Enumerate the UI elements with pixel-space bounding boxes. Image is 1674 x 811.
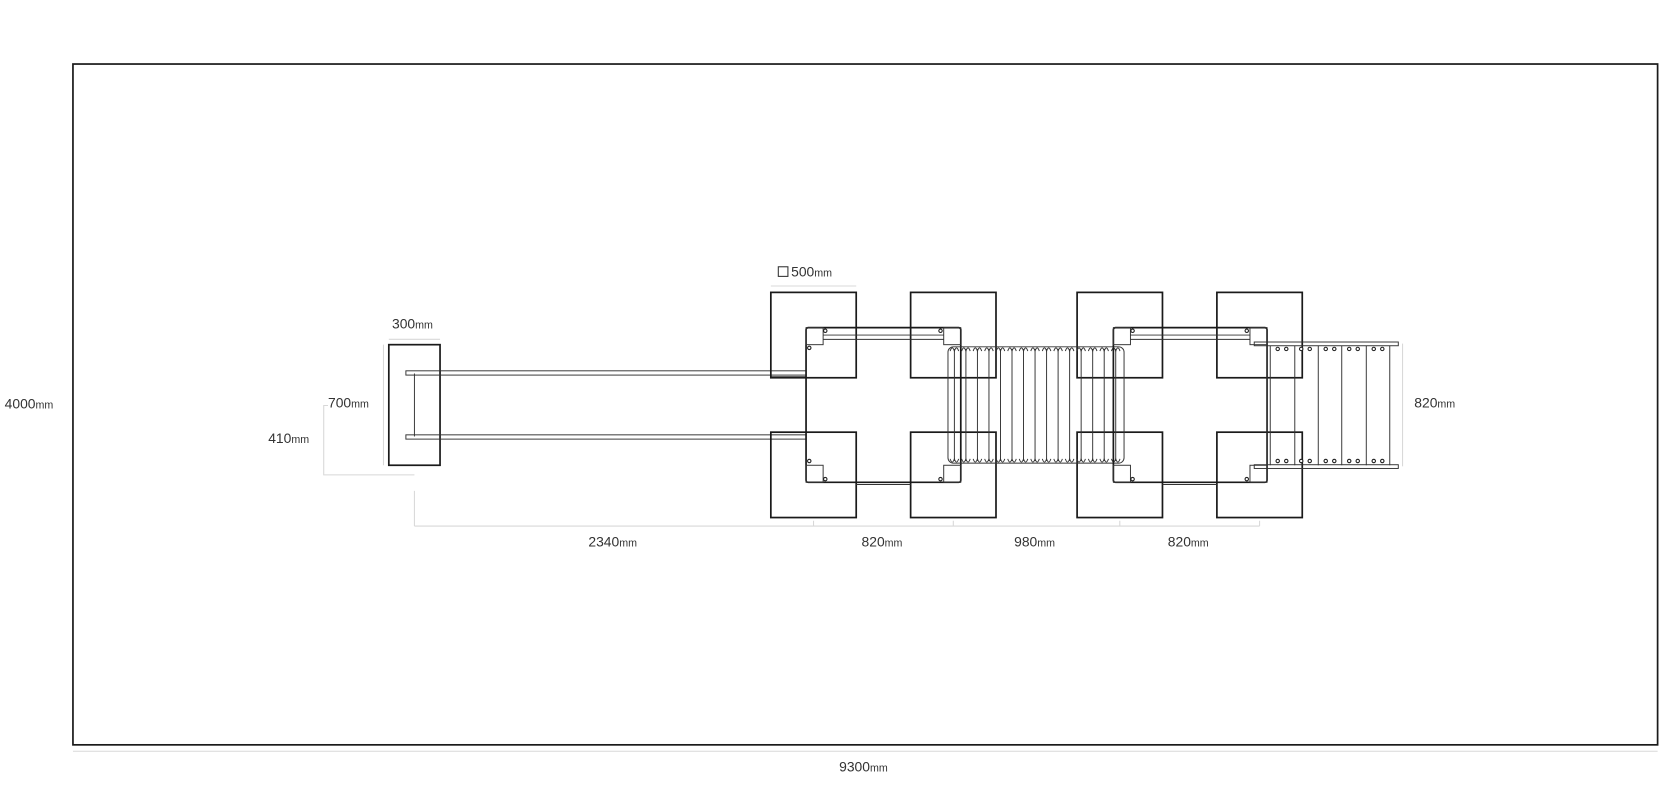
tray-height-label: 410mm — [268, 430, 309, 446]
tunnel-corrugation — [1087, 347, 1098, 353]
chain-dimension — [413, 490, 1261, 527]
tunnel-corrugation — [1099, 457, 1109, 463]
slide-end-tray — [387, 343, 441, 467]
bolt — [1371, 346, 1376, 352]
tunnel-corrugation — [995, 347, 1006, 353]
tunnel-corrugation — [1018, 457, 1029, 463]
bolt — [1346, 458, 1352, 464]
tunnel-corrugation — [1007, 457, 1017, 463]
tunnel-corrugation — [949, 457, 960, 463]
bolt — [1355, 346, 1360, 352]
bolt — [1298, 458, 1304, 464]
tunnel-corrugation — [1030, 347, 1040, 353]
bolt — [1307, 346, 1312, 352]
crawl-tunnel — [947, 346, 1125, 464]
tunnel-corrugation — [972, 457, 983, 463]
platform-1 — [805, 326, 962, 485]
bolt — [1332, 458, 1337, 464]
square-icon — [777, 266, 789, 277]
tray-width-label: 300mm — [392, 316, 433, 332]
bolt — [1346, 346, 1352, 352]
tunnel-corrugation — [1007, 347, 1017, 353]
bolt — [1275, 458, 1280, 464]
bolt — [1275, 346, 1280, 352]
tunnel-corrugation — [1064, 347, 1075, 353]
total-width-label: 9300mm — [839, 759, 888, 775]
tunnel-corrugation — [961, 457, 971, 463]
bolt — [1380, 458, 1385, 464]
platform2-label: 820mm — [1168, 533, 1209, 549]
tunnel-corrugation — [1064, 457, 1075, 463]
slide-rails — [405, 370, 807, 440]
stair-width-label: 820mm — [1414, 395, 1455, 411]
bolt — [1307, 458, 1312, 464]
tunnel-corrugation — [1041, 347, 1052, 353]
bolt — [1380, 346, 1385, 352]
platform-2 — [1112, 326, 1268, 485]
tunnel-corrugation — [949, 347, 960, 353]
platform1-label: 820mm — [862, 533, 903, 549]
tunnel-corrugation — [972, 347, 983, 353]
tray-length-label: 700mm — [328, 395, 369, 411]
tunnel-corrugation — [984, 347, 994, 353]
bolt — [1355, 458, 1360, 464]
slide-length-label: 2340mm — [588, 533, 637, 549]
bolt — [1332, 346, 1337, 352]
tunnel-corrugation — [1053, 457, 1063, 463]
tunnel-corrugation — [995, 457, 1006, 463]
bolt — [1323, 346, 1328, 352]
tunnel-corrugation — [1076, 347, 1086, 353]
tunnel-corrugation — [1041, 457, 1052, 463]
site-boundary — [72, 63, 1659, 746]
tunnel-corrugation — [1053, 347, 1063, 353]
tunnel-corrugation — [1030, 457, 1040, 463]
stairs — [1253, 341, 1399, 469]
tray-height-dim — [323, 404, 415, 476]
footing-size-label: 500mm — [791, 263, 832, 279]
bolt — [1371, 458, 1376, 464]
tunnel-corrugation — [984, 457, 994, 463]
tunnel-corrugation — [1076, 457, 1086, 463]
tunnel-label: 980mm — [1014, 533, 1055, 549]
footings — [769, 291, 1304, 519]
tunnel-corrugation — [961, 347, 971, 353]
tunnel-corrugation — [1087, 457, 1098, 463]
total-depth-label: 4000mm — [5, 396, 54, 412]
tunnel-corrugation — [1018, 347, 1029, 353]
bolt — [1298, 346, 1304, 352]
bolt — [1284, 458, 1289, 464]
bolt — [1284, 346, 1289, 352]
tunnel-corrugation — [1099, 347, 1109, 353]
bolt — [1323, 458, 1328, 464]
